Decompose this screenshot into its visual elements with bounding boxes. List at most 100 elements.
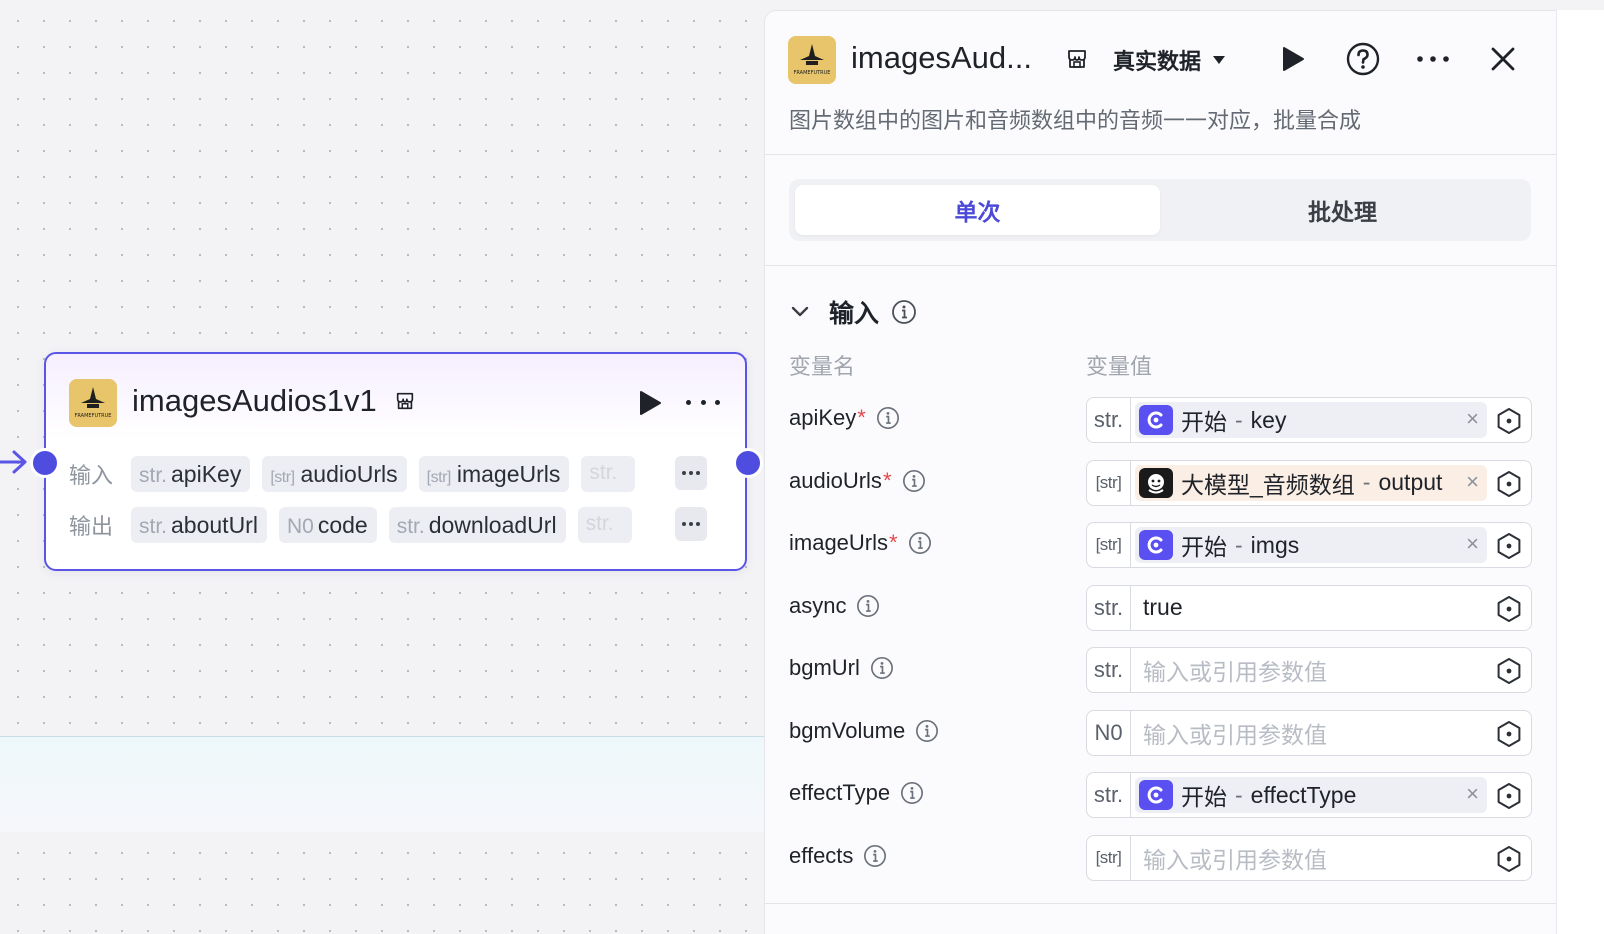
param-name: bgmVolume xyxy=(789,718,939,744)
node-output-chip[interactable]: str.aboutUrl xyxy=(131,507,267,543)
start-node-icon xyxy=(1139,530,1173,560)
divider xyxy=(765,265,1557,266)
remove-reference-icon[interactable]: × xyxy=(1466,406,1479,431)
remove-reference-icon[interactable]: × xyxy=(1466,468,1479,494)
reference-chip[interactable]: 开始-key× xyxy=(1135,402,1487,438)
node-output-chip-truncated[interactable]: str. xyxy=(577,507,632,543)
node-inputs-label: 输入 xyxy=(69,463,114,488)
start-node-icon xyxy=(1139,780,1173,810)
run-mode-tabs: 单次 批处理 xyxy=(789,179,1531,241)
param-input-value[interactable]: true xyxy=(1143,594,1183,620)
variable-picker-icon[interactable] xyxy=(1495,595,1523,623)
data-mode-dropdown[interactable]: 真实数据 xyxy=(1113,45,1227,75)
more-outputs-icon[interactable] xyxy=(675,507,707,541)
plugin-description: 图片数组中的图片和音频数组中的音频一一对应，批量合成 xyxy=(789,108,1362,133)
param-type-badge[interactable]: str. xyxy=(1087,648,1131,692)
param-name: audioUrls* xyxy=(789,468,926,494)
param-placeholder[interactable]: 输入或引用参数值 xyxy=(1143,721,1327,748)
info-icon[interactable] xyxy=(915,719,939,743)
param-type-badge[interactable]: [str] xyxy=(1087,835,1131,880)
variable-picker-icon[interactable] xyxy=(1495,407,1523,435)
store-icon xyxy=(1068,50,1086,68)
param-row-audioUrls: audioUrls* [str]大模型_音频数组-output× xyxy=(789,459,1533,506)
info-icon[interactable] xyxy=(876,406,900,430)
run-node-icon[interactable] xyxy=(638,390,662,416)
param-type-badge[interactable]: str. xyxy=(1087,398,1131,442)
param-value-field[interactable]: str.开始-effectType× xyxy=(1086,772,1532,818)
panel-title: imagesAud... xyxy=(851,40,1032,75)
node-input-chip-truncated[interactable]: str. xyxy=(581,456,636,492)
more-options-icon[interactable] xyxy=(1415,41,1451,77)
plugin-node-card[interactable]: FRAMEFUTRUE imagesAudios1v1 输入 str.apiKe… xyxy=(44,352,747,571)
param-name: async xyxy=(789,593,880,619)
param-value-field[interactable]: [str]开始-imgs× xyxy=(1086,522,1532,568)
param-value-field[interactable]: [str]大模型_音频数组-output× xyxy=(1086,459,1532,506)
param-value-field[interactable]: [str] 输入或引用参数值 xyxy=(1086,834,1532,881)
chevron-down-icon xyxy=(791,306,809,317)
param-row-bgmVolume: bgmVolume N0 输入或引用参数值 xyxy=(789,709,1533,756)
param-name: bgmUrl xyxy=(789,655,894,681)
canvas-group-area xyxy=(0,736,770,832)
node-output-port[interactable] xyxy=(733,448,763,478)
llm-node-icon xyxy=(1139,467,1173,498)
variable-picker-icon[interactable] xyxy=(1495,532,1523,560)
reference-chip[interactable]: 大模型_音频数组-output× xyxy=(1135,464,1487,501)
variable-picker-icon[interactable] xyxy=(1495,657,1523,685)
param-type-badge[interactable]: N0 xyxy=(1087,710,1131,755)
reference-chip[interactable]: 开始-effectType× xyxy=(1135,777,1487,813)
node-input-chip[interactable]: [str]audioUrls xyxy=(262,456,407,492)
param-type-badge[interactable]: str. xyxy=(1087,585,1131,630)
data-mode-label: 真实数据 xyxy=(1113,49,1202,74)
info-icon[interactable] xyxy=(856,594,880,618)
param-name: apiKey* xyxy=(789,405,900,431)
variable-picker-icon[interactable] xyxy=(1495,845,1523,873)
remove-reference-icon[interactable]: × xyxy=(1466,531,1479,556)
close-icon[interactable] xyxy=(1485,41,1521,77)
node-input-port[interactable] xyxy=(30,448,60,478)
svg-text:FRAMEFUTRUE: FRAMEFUTRUE xyxy=(794,70,831,76)
variable-picker-icon[interactable] xyxy=(1495,470,1523,498)
variable-picker-icon[interactable] xyxy=(1495,782,1523,810)
inputs-section-toggle[interactable]: 输入 xyxy=(789,295,917,329)
param-row-async: async str. true xyxy=(789,584,1533,631)
variable-picker-icon[interactable] xyxy=(1495,720,1523,748)
info-icon[interactable] xyxy=(870,656,894,680)
panel-scroll-edge xyxy=(1556,10,1604,934)
param-value-field[interactable]: str. 输入或引用参数值 xyxy=(1086,647,1532,693)
node-output-chip[interactable]: str.downloadUrl xyxy=(388,507,566,543)
info-icon[interactable] xyxy=(891,299,917,325)
divider xyxy=(765,903,1557,904)
tab-single[interactable]: 单次 xyxy=(795,185,1160,235)
param-placeholder[interactable]: 输入或引用参数值 xyxy=(1143,846,1327,873)
node-input-chip[interactable]: str.apiKey xyxy=(131,456,251,492)
param-value-field[interactable]: N0 输入或引用参数值 xyxy=(1086,709,1532,756)
param-value-field[interactable]: str.开始-key× xyxy=(1086,397,1532,443)
param-value-field[interactable]: str. true xyxy=(1086,584,1532,631)
help-icon[interactable] xyxy=(1345,41,1381,77)
svg-text:FRAMEFUTRUE: FRAMEFUTRUE xyxy=(75,413,112,419)
remove-reference-icon[interactable]: × xyxy=(1466,781,1479,806)
inputs-section-title: 输入 xyxy=(829,300,880,328)
info-icon[interactable] xyxy=(900,781,924,805)
param-placeholder[interactable]: 输入或引用参数值 xyxy=(1143,659,1327,685)
info-icon[interactable] xyxy=(863,844,887,868)
node-input-chip[interactable]: [str]imageUrls xyxy=(418,456,570,492)
info-icon[interactable] xyxy=(908,531,932,555)
run-icon[interactable] xyxy=(1275,41,1311,77)
param-type-badge[interactable]: [str] xyxy=(1087,460,1131,505)
more-inputs-icon[interactable] xyxy=(675,456,707,490)
tab-batch[interactable]: 批处理 xyxy=(1308,199,1377,225)
panel-header: FRAMEFUTRUE imagesAud... 真实数据 图片数组中的图片和音… xyxy=(765,11,1557,155)
info-icon[interactable] xyxy=(902,469,926,493)
param-row-apiKey: apiKey* str.开始-key× xyxy=(789,397,1533,443)
node-config-panel: FRAMEFUTRUE imagesAud... 真实数据 图片数组中的图片和音… xyxy=(764,10,1557,934)
param-type-badge[interactable]: [str] xyxy=(1087,523,1131,567)
param-type-badge[interactable]: str. xyxy=(1087,773,1131,817)
plugin-logo: FRAMEFUTRUE xyxy=(69,379,117,427)
node-more-icon[interactable] xyxy=(686,392,720,412)
param-row-imageUrls: imageUrls*[str]开始-imgs× xyxy=(789,522,1533,568)
reference-chip[interactable]: 开始-imgs× xyxy=(1135,527,1487,563)
panel-plugin-logo: FRAMEFUTRUE xyxy=(788,36,836,84)
